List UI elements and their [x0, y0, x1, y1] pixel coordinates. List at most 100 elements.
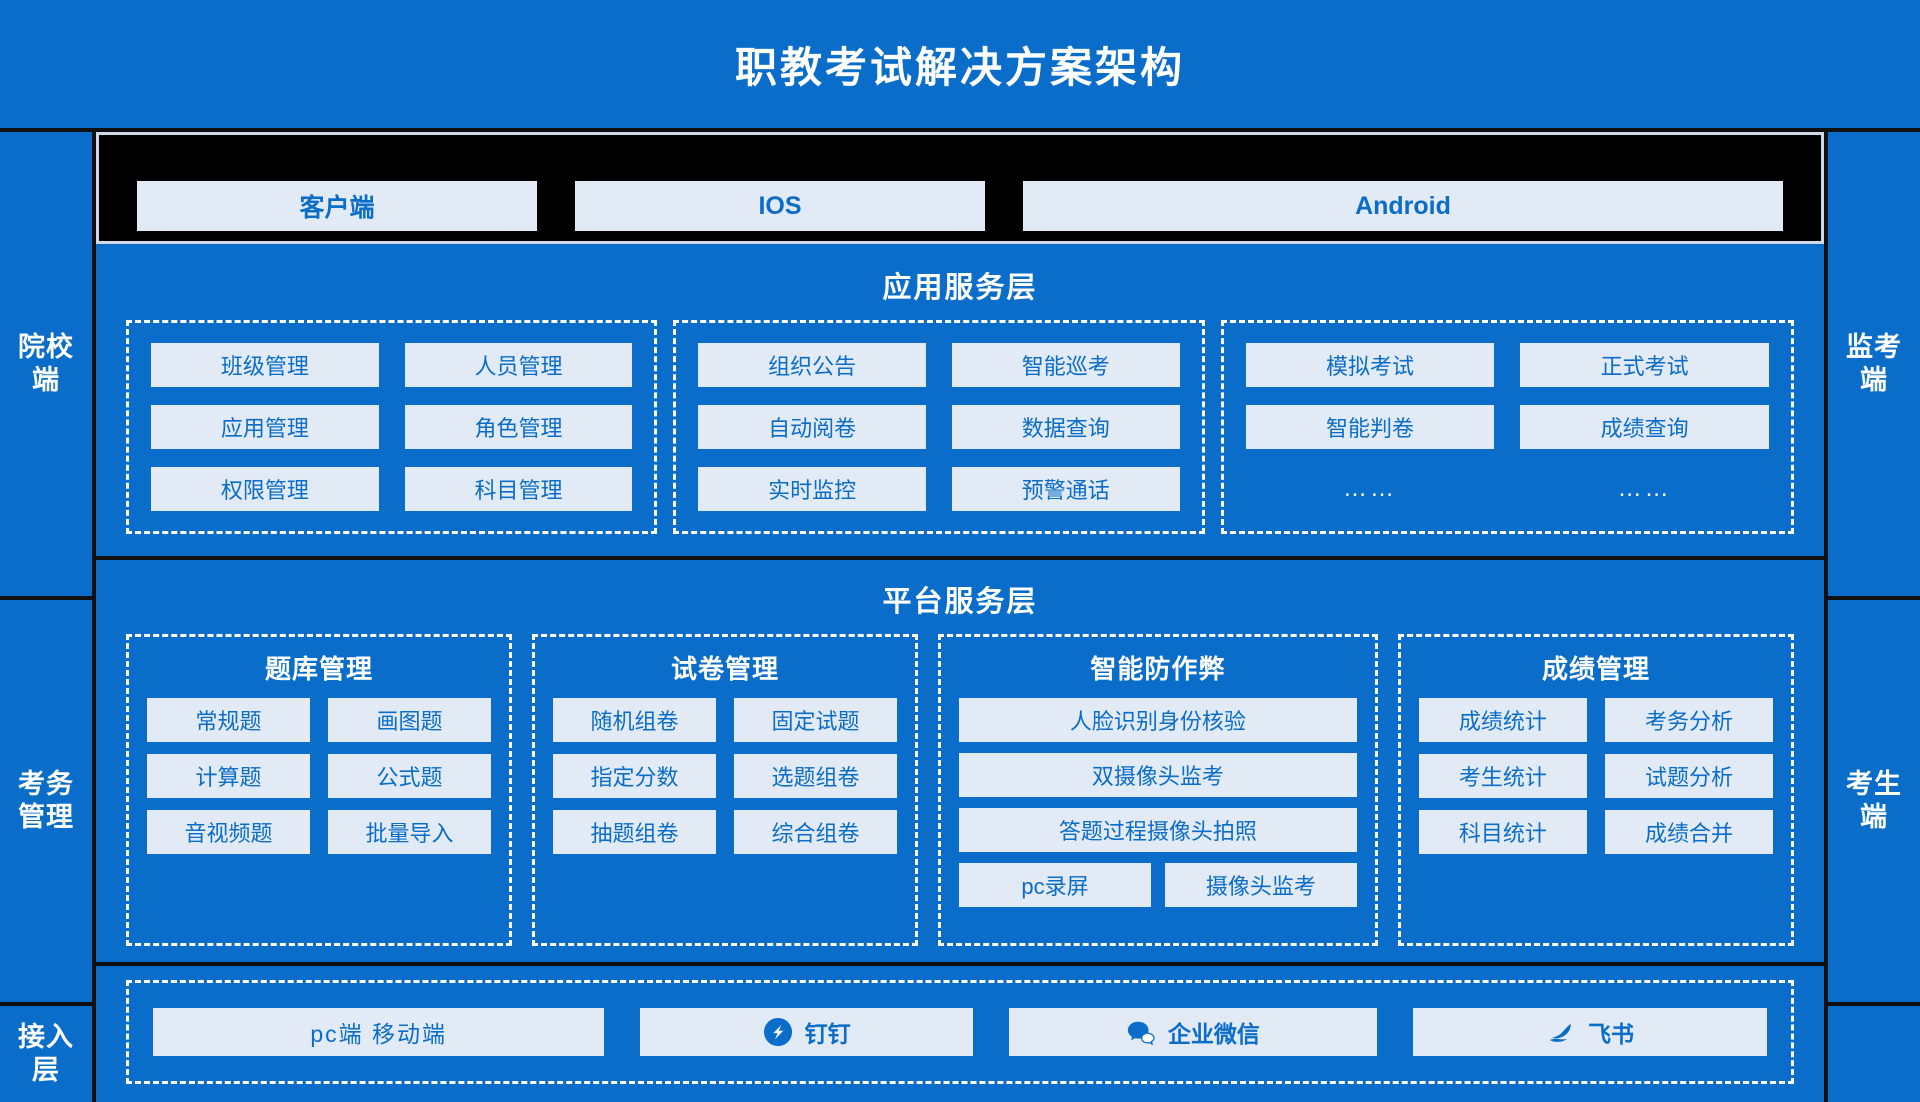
app-item-person-mgmt[interactable]: 人员管理 [404, 343, 633, 387]
dingtalk-icon [763, 1017, 792, 1047]
app-item-app-mgmt[interactable]: 应用管理 [151, 405, 379, 449]
access-item-wecom[interactable]: 企业微信 [1008, 1008, 1378, 1056]
paper-item-random[interactable]: 随机组卷 [552, 698, 716, 742]
platform-group-question-bank-grid: 常规题 画图题 计算题 公式题 音视频题 批量导入 [147, 698, 491, 854]
side-label-candidate: 考生端 [1828, 600, 1920, 1006]
score-item-question-analysis[interactable]: 试题分析 [1604, 754, 1773, 798]
wecom-icon [1127, 1021, 1155, 1046]
qb-item-formula[interactable]: 公式题 [327, 754, 491, 798]
app-item-mock-exam[interactable]: 模拟考试 [1245, 343, 1495, 387]
page-title: 职教考试解决方案架构 [734, 43, 1185, 91]
paper-item-composite[interactable]: 综合组卷 [733, 810, 897, 854]
app-group-monitoring: 组织公告 智能巡考 自动阅卷 数据查询 实时监控 预警通话 [673, 320, 1205, 534]
app-item-org-notice[interactable]: 组织公告 [698, 343, 926, 387]
application-group-row: 班级管理 人员管理 应用管理 角色管理 权限管理 科目管理 组织公告 智能巡考 [126, 320, 1794, 534]
access-layer-dashed-box: pc端 移动端 钉钉 企业微信 [126, 980, 1794, 1084]
app-item-subject-mgmt[interactable]: 科目管理 [404, 467, 633, 511]
platform-service-layer: 平台服务层 题库管理 常规题 画图题 计算题 公式题 音视频题 批量导入 [96, 560, 1824, 966]
platform-group-paper-mgmt-title: 试卷管理 [670, 654, 779, 684]
app-group-monitoring-grid: 组织公告 智能巡考 自动阅卷 数据查询 实时监控 预警通话 [698, 343, 1180, 511]
application-service-layer-title: 应用服务层 [882, 272, 1038, 304]
qb-item-calculation[interactable]: 计算题 [147, 754, 310, 798]
platform-group-question-bank: 题库管理 常规题 画图题 计算题 公式题 音视频题 批量导入 [126, 634, 512, 946]
right-side-column: 监考端 考生端 [1824, 132, 1920, 1102]
app-group-exam-grid: 模拟考试 正式考试 智能判卷 成绩查询 …… …… [1245, 343, 1769, 511]
diagram-body: 院校端 考务管理 接入层 客户端 IOS Android 应用服务层 [0, 128, 1920, 1102]
access-item-pc-mobile-label: pc端 移动端 [310, 1021, 448, 1047]
anti-item-dual-camera[interactable]: 双摄像头监考 [958, 753, 1357, 797]
app-item-auto-grading[interactable]: 自动阅卷 [698, 405, 926, 449]
side-label-candidate-text: 考生端 [1846, 769, 1902, 832]
qb-item-regular[interactable]: 常规题 [147, 698, 310, 742]
platform-group-score-mgmt-grid: 成绩统计 考务分析 考生统计 试题分析 科目统计 成绩合并 [1418, 698, 1773, 854]
access-layer: pc端 移动端 钉钉 企业微信 [96, 966, 1824, 1102]
access-item-dingtalk-label: 钉钉 [804, 1021, 851, 1047]
app-group-management: 班级管理 人员管理 应用管理 角色管理 权限管理 科目管理 [126, 320, 658, 534]
app-group-exam: 模拟考试 正式考试 智能判卷 成绩查询 …… …… [1220, 320, 1794, 534]
feishu-icon [1549, 1023, 1571, 1042]
paper-item-select-compose[interactable]: 选题组卷 [733, 754, 897, 798]
platform-group-question-bank-title: 题库管理 [264, 654, 373, 684]
side-label-institution: 院校端 [0, 132, 92, 600]
score-item-candidate-stats[interactable]: 考生统计 [1418, 754, 1587, 798]
side-label-proctor-text: 监考端 [1846, 332, 1902, 395]
platform-group-anti-cheat: 智能防作弊 人脸识别身份核验 双摄像头监考 答题过程摄像头拍照 pc录屏 摄像头… [937, 634, 1378, 946]
side-label-access: 接入层 [0, 1006, 92, 1102]
app-item-ellipsis-left: …… [1342, 475, 1397, 502]
score-item-merge[interactable]: 成绩合并 [1604, 810, 1773, 854]
platform-group-paper-mgmt: 试卷管理 随机组卷 固定试题 指定分数 选题组卷 抽题组卷 综合组卷 [531, 634, 918, 946]
left-side-column: 院校端 考务管理 接入层 [0, 132, 96, 1102]
app-item-permission-mgmt[interactable]: 权限管理 [151, 467, 379, 511]
access-item-pc-mobile[interactable]: pc端 移动端 [153, 1008, 605, 1056]
platform-group-score-mgmt-title: 成绩管理 [1541, 654, 1650, 684]
app-item-ellipsis-right: …… [1617, 475, 1672, 502]
side-label-exam-admin: 考务管理 [0, 600, 92, 1006]
score-item-statistics[interactable]: 成绩统计 [1418, 698, 1587, 742]
anti-split-row: pc录屏 摄像头监考 [958, 863, 1357, 907]
application-service-layer: 应用服务层 班级管理 人员管理 应用管理 角色管理 权限管理 科目管理 [96, 244, 1824, 560]
side-label-spacer [1828, 1006, 1920, 1102]
score-item-subject-stats[interactable]: 科目统计 [1418, 810, 1587, 854]
client-ios[interactable]: IOS [575, 181, 985, 231]
center-column: 客户端 IOS Android 应用服务层 班级管理 人员管理 应用管理 角色管… [96, 132, 1824, 1102]
app-item-data-query[interactable]: 数据查询 [951, 405, 1180, 449]
qb-item-audio-video[interactable]: 音视频题 [147, 810, 310, 854]
anti-item-answer-photo[interactable]: 答题过程摄像头拍照 [958, 808, 1357, 852]
client-android[interactable]: Android [1023, 181, 1783, 231]
side-label-access-text: 接入层 [18, 1022, 74, 1085]
client-strip: 客户端 IOS Android [96, 132, 1824, 244]
client-pc[interactable]: 客户端 [137, 181, 537, 231]
platform-group-score-mgmt: 成绩管理 成绩统计 考务分析 考生统计 试题分析 科目统计 成绩合并 [1397, 634, 1794, 946]
platform-service-layer-title: 平台服务层 [882, 586, 1038, 618]
paper-item-assign-score[interactable]: 指定分数 [552, 754, 716, 798]
anti-item-face-verify[interactable]: 人脸识别身份核验 [958, 698, 1357, 742]
paper-item-fixed[interactable]: 固定试题 [733, 698, 897, 742]
app-item-alert-call[interactable]: 预警通话 [951, 467, 1180, 511]
platform-group-anti-cheat-stack: 人脸识别身份核验 双摄像头监考 答题过程摄像头拍照 pc录屏 摄像头监考 [958, 698, 1357, 907]
access-item-feishu[interactable]: 飞书 [1413, 1008, 1767, 1056]
app-item-smart-marking[interactable]: 智能判卷 [1245, 405, 1495, 449]
app-item-class-mgmt[interactable]: 班级管理 [151, 343, 379, 387]
app-item-score-query[interactable]: 成绩查询 [1520, 405, 1769, 449]
side-label-exam-admin-text: 考务管理 [18, 769, 74, 832]
access-item-feishu-label: 飞书 [1588, 1021, 1635, 1047]
app-item-smart-patrol[interactable]: 智能巡考 [951, 343, 1180, 387]
side-label-proctor: 监考端 [1828, 132, 1920, 600]
paper-item-draw-compose[interactable]: 抽题组卷 [552, 810, 716, 854]
page-title-bar: 职教考试解决方案架构 [0, 0, 1920, 128]
app-group-management-grid: 班级管理 人员管理 应用管理 角色管理 权限管理 科目管理 [151, 343, 633, 511]
score-item-admin-analysis[interactable]: 考务分析 [1604, 698, 1773, 742]
anti-item-camera-proctor[interactable]: 摄像头监考 [1164, 863, 1357, 907]
access-item-wecom-label: 企业微信 [1167, 1021, 1260, 1047]
app-item-realtime-monitor[interactable]: 实时监控 [698, 467, 926, 511]
app-item-formal-exam[interactable]: 正式考试 [1520, 343, 1769, 387]
platform-group-anti-cheat-title: 智能防作弊 [1090, 654, 1226, 684]
platform-group-paper-mgmt-grid: 随机组卷 固定试题 指定分数 选题组卷 抽题组卷 综合组卷 [552, 698, 897, 854]
anti-item-pc-screen-record[interactable]: pc录屏 [958, 863, 1151, 907]
platform-group-row: 题库管理 常规题 画图题 计算题 公式题 音视频题 批量导入 试卷管理 [126, 634, 1794, 946]
access-item-dingtalk[interactable]: 钉钉 [640, 1008, 973, 1056]
app-item-role-mgmt[interactable]: 角色管理 [404, 405, 633, 449]
qb-item-batch-import[interactable]: 批量导入 [327, 810, 491, 854]
qb-item-drawing[interactable]: 画图题 [327, 698, 491, 742]
